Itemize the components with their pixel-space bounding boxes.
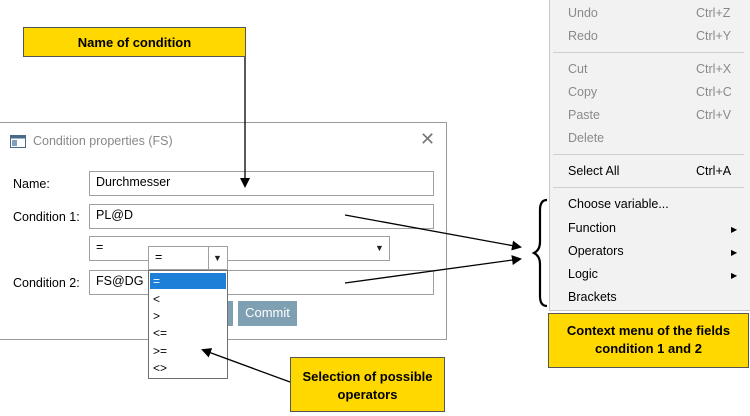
callout-context-menu: Context menu of the fields condition 1 a… [548,313,749,368]
shortcut-paste: Ctrl+V [696,108,732,122]
menu-item-paste[interactable]: Paste [568,108,600,122]
menu-item-copy[interactable]: Copy [568,85,598,99]
condition-1-input[interactable]: PL@D [89,204,434,229]
condition-2-label: Condition 2: [13,276,80,290]
chevron-right-icon: ▶ [731,225,738,234]
menu-separator [553,154,744,155]
menu-item-operators[interactable]: Operators [568,244,624,258]
shortcut-redo: Ctrl+Y [696,29,732,43]
operator-combo[interactable]: = [89,236,390,261]
arrow-operators-callout [201,348,291,383]
chevron-down-icon[interactable]: ▼ [375,243,384,253]
operator-option[interactable]: <> [153,361,168,375]
operator-option[interactable]: >= [153,344,168,358]
chevron-right-icon: ▶ [731,248,738,257]
menu-separator [553,52,744,53]
menu-item-delete[interactable]: Delete [568,131,605,145]
dialog-title: Condition properties (FS) [33,134,173,148]
close-icon[interactable]: ✕ [420,129,436,149]
chevron-down-icon[interactable]: ▼ [213,253,222,263]
menu-item-cut[interactable]: Cut [568,62,588,76]
menu-separator [553,187,744,188]
operator-option[interactable]: > [153,309,161,323]
condition-2-input[interactable]: FS@DG [89,270,434,295]
callout-name-of-condition: Name of condition [23,27,246,57]
menu-item-select-all[interactable]: Select All [568,164,620,178]
chevron-right-icon: ▶ [731,271,738,280]
menu-item-redo[interactable]: Redo [568,29,598,43]
menu-item-undo[interactable]: Undo [568,6,598,20]
menu-item-brackets[interactable]: Brackets [568,290,617,304]
shortcut-undo: Ctrl+Z [696,6,731,20]
menu-item-function[interactable]: Function [568,221,616,235]
callout-selection-operators: Selection of possible operators [290,357,445,412]
name-label: Name: [13,177,50,191]
arrow-condition-2 [344,255,522,284]
shortcut-copy: Ctrl+C [696,85,732,99]
menu-item-choose-variable[interactable]: Choose variable... [568,197,669,211]
context-menu [549,0,750,311]
hidden-button[interactable] [227,301,233,326]
arrow-condition-1 [344,214,522,251]
menu-item-logic[interactable]: Logic [568,267,598,281]
commit-button[interactable]: Commit [238,301,297,326]
condition-1-label: Condition 1: [13,210,80,224]
operator-option[interactable]: <= [153,326,168,340]
operator-list: = < > <= >= <> [148,270,228,379]
shortcut-cut: Ctrl+X [696,62,732,76]
combo-divider [208,247,209,269]
name-input[interactable]: Durchmesser [89,171,434,196]
operator-dropdown-combo[interactable]: = [148,246,228,270]
window-icon [10,135,26,148]
brace-bracket [531,198,548,308]
operator-option[interactable]: < [153,292,161,306]
operator-option[interactable]: = [150,273,226,289]
shortcut-select-all: Ctrl+A [696,164,732,178]
